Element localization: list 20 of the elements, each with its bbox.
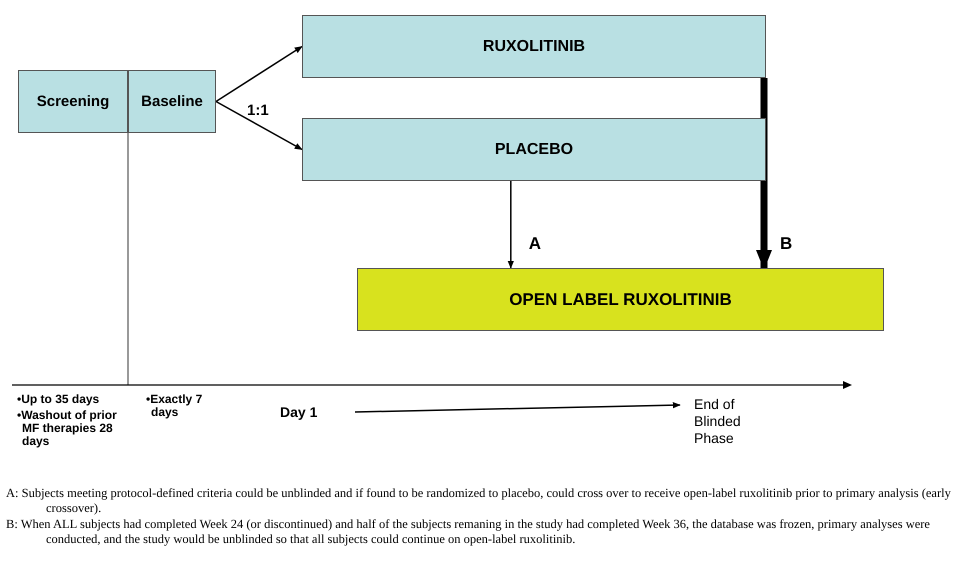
note: •Exactly 7 days bbox=[146, 393, 204, 419]
arrow bbox=[756, 78, 772, 270]
timeline-label: Day 1 bbox=[280, 402, 330, 422]
note: •Up to 35 days bbox=[17, 393, 100, 406]
edge-label: B bbox=[780, 234, 792, 254]
footnote: A: Subjects meeting protocol-defined criteria could be unblinded and if found to be randomized to placebo, could cross over to receive open-label ruxolitinib prior to primary analysis (early crossover). bbox=[6, 486, 952, 516]
treatment-box: PLACEBO bbox=[302, 118, 766, 181]
phase-box: Screening bbox=[18, 70, 128, 133]
phase-box: Baseline bbox=[128, 70, 216, 133]
footnote: B: When ALL subjects had completed Week 24 (or discontinued) and half of the subjects remaning in the study had completed Week 36, the database was frozen, primary analyses were conducted, and the study would be unblinded so that all subjects could continue on open-label ruxolitinib. bbox=[6, 517, 931, 547]
arrow bbox=[508, 181, 514, 269]
edge-label: A bbox=[528, 234, 542, 254]
note: •Washout of prior MF therapies 28 days bbox=[17, 409, 118, 448]
arrow bbox=[216, 46, 303, 102]
arrow bbox=[216, 100, 303, 150]
treatment-box: RUXOLITINIB bbox=[302, 15, 766, 78]
timeline-label: End of Blinded Phase bbox=[694, 395, 764, 447]
ratio-label: 1:1 bbox=[247, 104, 270, 117]
open-label-box: OPEN LABEL RUXOLITINIB bbox=[357, 268, 884, 331]
arrow bbox=[354, 402, 681, 413]
